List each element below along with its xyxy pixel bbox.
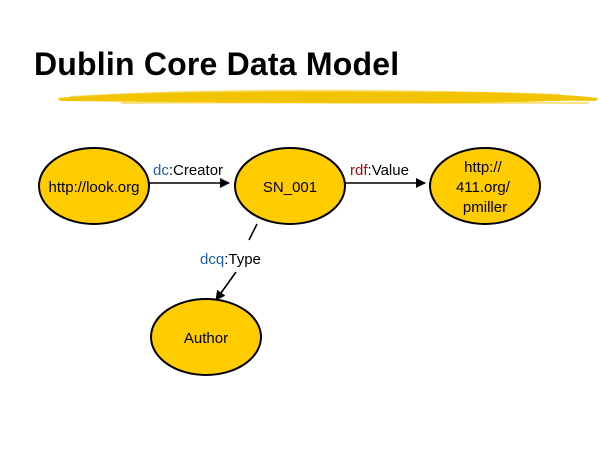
- edge-label-type-suffix: Type: [228, 251, 261, 268]
- title-underline: [58, 89, 598, 104]
- edge-label-creator-suffix: Creator: [173, 162, 223, 179]
- node-411-url-label: http:// 411.org/ pmiller: [456, 159, 514, 216]
- edge-label-value-suffix: Value: [372, 162, 409, 179]
- edge-label-type: dcq:Type: [200, 251, 261, 268]
- node-411-url-line-1: http://: [464, 159, 502, 176]
- node-411-url-line-3: pmiller: [463, 199, 507, 216]
- node-411-url: http:// 411.org/ pmiller: [429, 147, 541, 225]
- edge-label-creator-prefix: dc: [153, 162, 169, 179]
- edge-type-line: [248, 223, 258, 241]
- edge-label-type-colon: :: [224, 251, 228, 268]
- edge-label-value-prefix: rdf: [350, 162, 368, 179]
- node-author-label: Author: [184, 330, 228, 347]
- node-sn-001: SN_001: [234, 147, 346, 225]
- edge-label-type-prefix: dcq: [200, 251, 224, 268]
- edge-label-value-colon: :: [368, 162, 372, 179]
- edge-label-value: rdf:Value: [350, 162, 409, 179]
- node-author: Author: [150, 298, 262, 376]
- node-look-org-label: http://look.org: [49, 179, 140, 196]
- slide-title: Dublin Core Data Model: [34, 46, 400, 82]
- node-411-url-line-2: 411.org/: [456, 179, 511, 196]
- edge-type-arrow: [215, 271, 237, 301]
- edge-label-creator-colon: :: [169, 162, 173, 179]
- edge-label-creator: dc:Creator: [153, 162, 223, 179]
- node-look-org: http://look.org: [38, 147, 150, 225]
- node-sn-001-label: SN_001: [263, 179, 317, 196]
